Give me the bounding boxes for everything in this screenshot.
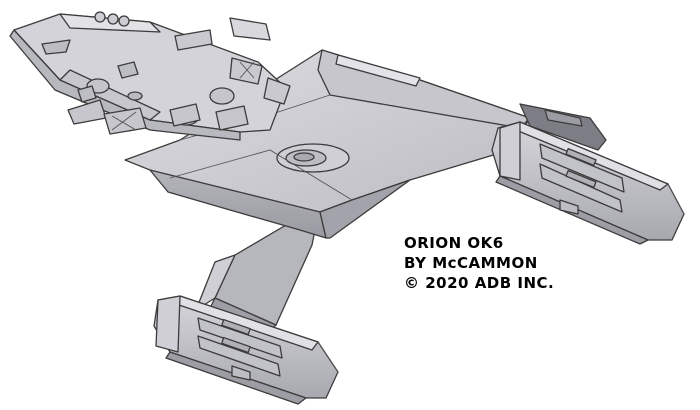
upper-warp-pod: [491, 103, 685, 245]
model-name-text: ORION OK6: [404, 234, 504, 252]
copyright-text: © 2020 ADB INC.: [404, 274, 555, 292]
main-hull: [124, 49, 531, 239]
author-text: BY McCAMMON: [404, 254, 538, 272]
weapon-mount-bottom: [67, 61, 249, 135]
lower-warp-pod: [153, 295, 339, 405]
command-boom: [9, 11, 291, 141]
credit-caption: ORION OK6 BY McCAMMON © 2020 ADB INC.: [404, 233, 554, 293]
weapon-mount-top: [174, 17, 291, 105]
